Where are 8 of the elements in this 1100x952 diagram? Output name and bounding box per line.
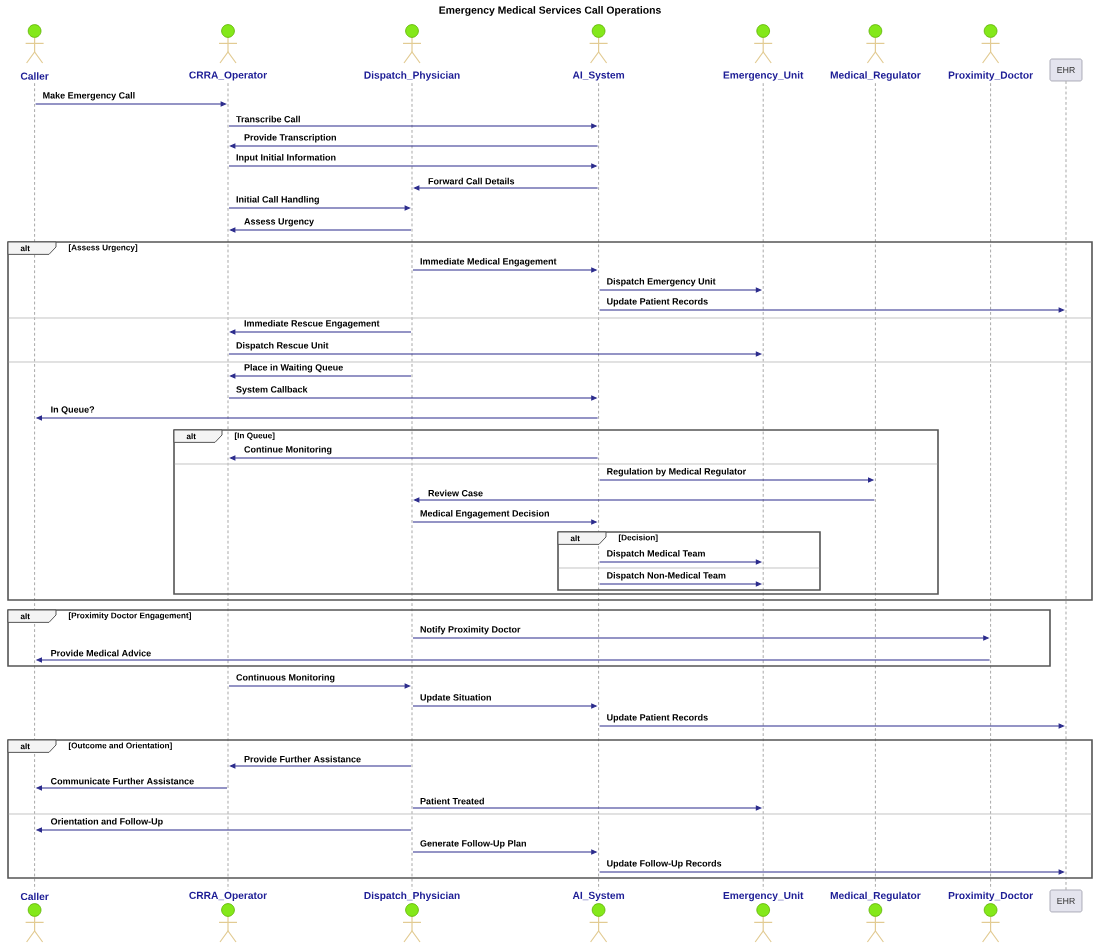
lifeline <box>990 82 992 891</box>
lifeline <box>762 82 764 891</box>
lifeline <box>227 82 229 891</box>
lifeline <box>411 82 413 891</box>
lifeline <box>598 82 600 891</box>
lifeline <box>1065 80 1067 891</box>
lifeline <box>874 82 876 891</box>
lifeline <box>34 82 36 891</box>
